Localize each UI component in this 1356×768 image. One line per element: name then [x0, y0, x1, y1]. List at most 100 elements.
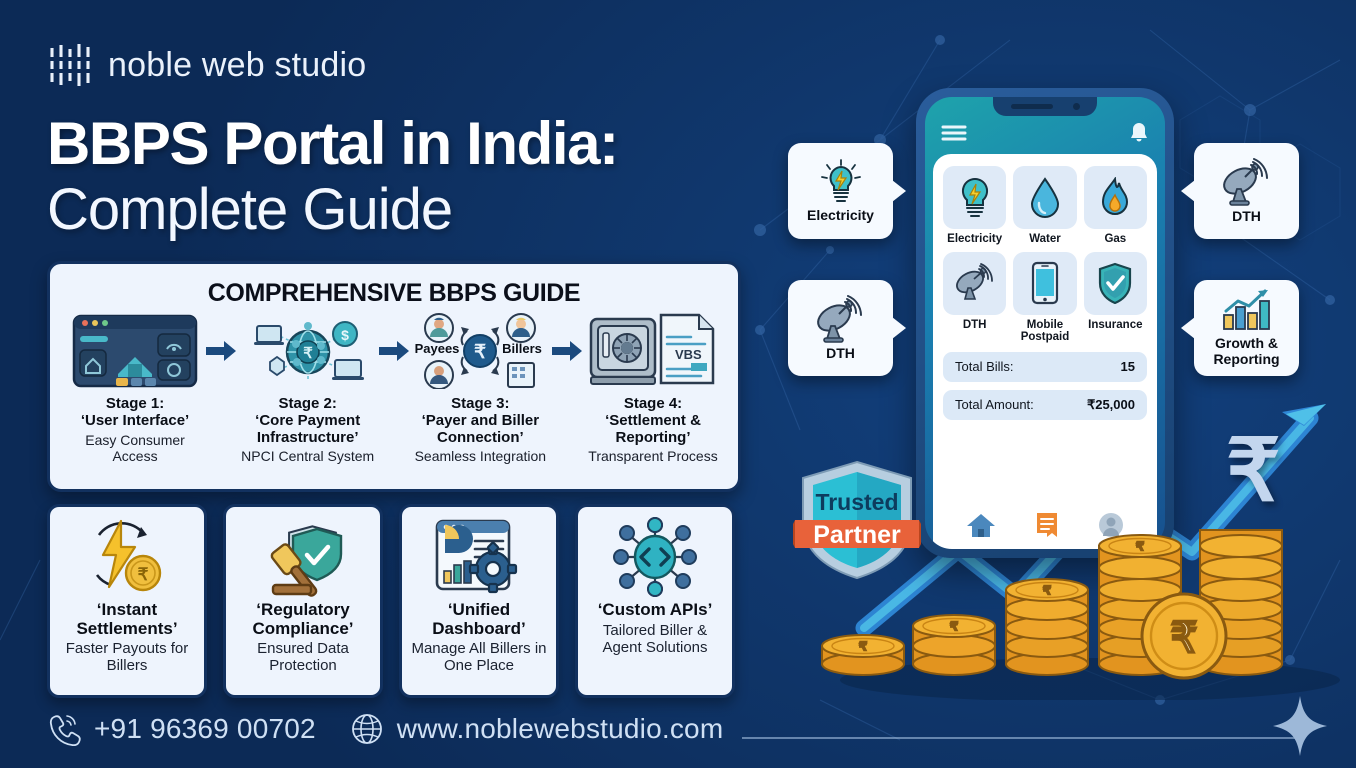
- stage-1-desc: Easy Consumer Access: [85, 431, 185, 464]
- satellite-dish-icon: [816, 294, 862, 343]
- footer-contact: +91 96369 00702 www.noblewebstudio.com: [47, 712, 723, 746]
- title-line-1: BBPS Portal in India:: [47, 110, 619, 177]
- coin-stack-1: ₹: [821, 634, 905, 676]
- stage-3-number: Stage 3:: [451, 395, 510, 412]
- globe-icon: [351, 714, 382, 744]
- dashed-grid-logo-icon: [50, 44, 90, 86]
- stage-1: Stage 1: ‘User Interface’ Easy Consumer …: [64, 312, 206, 464]
- badge-label: DTH: [1232, 207, 1261, 224]
- phone-mockup: Electricity Water: [916, 88, 1174, 558]
- badge-electricity[interactable]: Electricity: [788, 143, 906, 239]
- svg-text:$: $: [341, 327, 349, 343]
- tile-label: Mobile Postpaid: [1020, 318, 1070, 344]
- feature-card-instant-settlements[interactable]: ₹ ‘Instant Settlements’ Faster Payouts f…: [47, 504, 207, 698]
- stage-2-number: Stage 2:: [278, 395, 337, 412]
- service-tile-grid: Electricity Water: [943, 166, 1147, 344]
- svg-text:₹: ₹: [138, 565, 149, 584]
- guide-card-heading: COMPREHENSIVE BBPS GUIDE: [207, 279, 581, 307]
- tile-label: Insurance: [1088, 318, 1143, 331]
- badge-dth-right[interactable]: DTH: [1181, 143, 1299, 239]
- phone-screen: Electricity Water: [925, 97, 1165, 549]
- hamburger-menu-icon[interactable]: [941, 124, 967, 142]
- feature-cards: ₹ ‘Instant Settlements’ Faster Payouts f…: [47, 504, 741, 698]
- svg-text:₹: ₹: [860, 641, 867, 653]
- lightbulb-icon: [943, 166, 1007, 229]
- badge-label: DTH: [826, 344, 855, 361]
- footer-divider: [742, 737, 1302, 739]
- footer-phone[interactable]: +91 96369 00702: [47, 712, 316, 746]
- feature-desc: Faster Payouts for Billers: [65, 640, 189, 675]
- feature-card-regulatory-compliance[interactable]: ‘Regulatory Compliance’ Ensured Data Pro…: [223, 504, 383, 698]
- featured-rupee-coin: ₹: [1140, 592, 1228, 680]
- coin-stacks: ₹ ₹ ₹: [821, 529, 1340, 700]
- stage-4-title: Stage 4: ‘Settlement & Reporting’: [582, 395, 724, 446]
- stage-row: Stage 1: ‘User Interface’ Easy Consumer …: [60, 312, 728, 484]
- network-globe-rupee-icon: $ ₹: [245, 312, 371, 390]
- notification-bell-icon[interactable]: [1129, 122, 1149, 144]
- api-code-node-icon: [609, 515, 701, 599]
- stage-3-name: ‘Payer and Biller Connection’: [421, 411, 540, 446]
- footer-website[interactable]: www.noblewebstudio.com: [350, 712, 724, 746]
- phone-bottom-nav: [933, 501, 1157, 549]
- shield-check-icon: [1083, 251, 1147, 315]
- svg-text:₹: ₹: [1137, 541, 1144, 553]
- phone-notch: [993, 97, 1097, 116]
- home-icon[interactable]: [966, 512, 996, 538]
- gavel-shield-check-icon: [255, 515, 351, 599]
- summary-value: ₹25,000: [1086, 396, 1135, 412]
- stage-2-name: ‘Core Payment Infrastructure’: [255, 411, 361, 446]
- vault-report-icon: VBS: [587, 312, 719, 390]
- arrow-3-icon: [551, 312, 582, 390]
- stage-1-title: Stage 1: ‘User Interface’: [80, 395, 190, 430]
- feature-card-custom-apis[interactable]: ‘Custom APIs’ Tailored Biller & Agent So…: [575, 504, 735, 698]
- badge-label: Growth & Reporting: [1213, 335, 1280, 367]
- phone-call-icon: [49, 715, 81, 746]
- tile-insurance[interactable]: Insurance: [1083, 251, 1147, 344]
- lightning-coin-icon: ₹: [81, 515, 173, 599]
- payees-label: Payees: [415, 341, 460, 356]
- stage-4-name: ‘Settlement & Reporting’: [605, 411, 701, 446]
- stage-2-title: Stage 2: ‘Core Payment Infrastructure’: [237, 395, 379, 446]
- stage-2-desc: NPCI Central System: [241, 448, 375, 465]
- tile-gas[interactable]: Gas: [1083, 166, 1147, 246]
- satellite-dish-icon: [943, 251, 1007, 315]
- summary-key: Total Bills:: [955, 359, 1014, 375]
- profile-icon[interactable]: [1098, 512, 1124, 538]
- svg-text:₹: ₹: [303, 345, 313, 362]
- footer-phone-text: +91 96369 00702: [94, 713, 316, 744]
- tile-water[interactable]: Water: [1013, 166, 1077, 246]
- water-drop-icon: [1013, 166, 1077, 229]
- stage-1-name: ‘User Interface’: [80, 411, 190, 429]
- summary-row-total-bills: Total Bills: 15: [943, 351, 1147, 382]
- feature-desc: Ensured Data Protection: [257, 640, 349, 675]
- badge-label: Electricity: [807, 206, 874, 223]
- stage-4: VBS Stage 4: ‘Settlement & Reporting’ Tr…: [582, 312, 724, 464]
- tile-electricity[interactable]: Electricity: [943, 166, 1007, 246]
- feature-title: ‘Instant Settlements’: [76, 600, 178, 638]
- summary-key: Total Amount:: [955, 397, 1034, 413]
- trusted-partner-shield: Trusted Partner: [793, 460, 921, 580]
- feature-title: ‘Regulatory Compliance’: [252, 600, 354, 638]
- stage-2: $ ₹ Stage 2: ‘Core Payment Infrastructur…: [237, 312, 379, 464]
- shield-line-1: Trusted: [815, 489, 898, 515]
- bills-document-icon[interactable]: [1035, 511, 1059, 539]
- dashboard-gear-icon: [431, 515, 527, 599]
- feature-title: ‘Unified Dashboard’: [432, 600, 526, 638]
- svg-text:₹: ₹: [1044, 585, 1051, 597]
- feature-card-unified-dashboard[interactable]: ‘Unified Dashboard’ Manage All Billers i…: [399, 504, 559, 698]
- large-rupee-symbol: ₹: [1226, 423, 1281, 519]
- payees-billers-exchange-icon: ₹ Payees Billers: [409, 312, 551, 390]
- shield-line-2: Partner: [813, 521, 901, 549]
- coin-stack-3: ₹: [1005, 578, 1089, 676]
- tile-mobile-postpaid[interactable]: Mobile Postpaid: [1013, 251, 1077, 344]
- tile-label: Electricity: [947, 233, 1003, 245]
- summary-value: 15: [1120, 359, 1135, 375]
- tile-dth[interactable]: DTH: [943, 251, 1007, 344]
- badge-dth-left[interactable]: DTH: [788, 280, 906, 376]
- tile-label: Water: [1029, 233, 1061, 245]
- badge-growth-reporting[interactable]: Growth & Reporting: [1181, 280, 1299, 376]
- stage-4-number: Stage 4:: [623, 395, 683, 412]
- feature-desc: Tailored Biller & Agent Solutions: [602, 621, 708, 656]
- arrow-2-icon: [379, 312, 410, 390]
